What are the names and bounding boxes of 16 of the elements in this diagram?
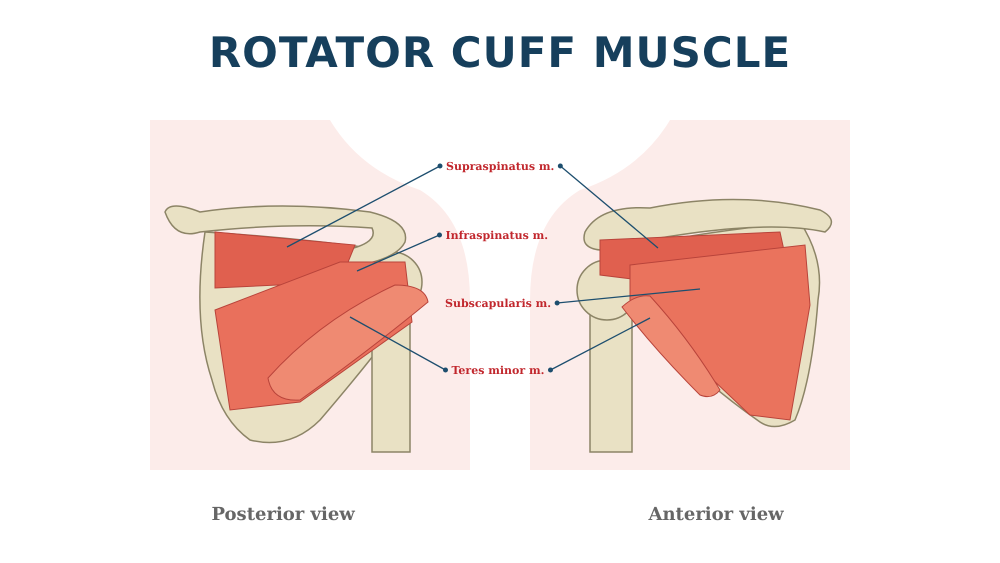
leader-line [558, 164, 658, 248]
leader-line [350, 316, 448, 372]
part-label: Teres minor m. [452, 364, 544, 376]
title: ROTATOR CUFF MUSCLE [208, 28, 792, 77]
muscle-region [630, 244, 810, 421]
part-label: Subscapularis m. [445, 296, 552, 310]
muscle-region [268, 284, 428, 401]
muscle-region [622, 295, 720, 398]
leader-line [356, 232, 442, 272]
leader-line [548, 317, 650, 372]
view-caption: Posterior view [212, 504, 355, 524]
part-label: Infraspinatus m. [446, 228, 548, 242]
leader-line [554, 288, 700, 306]
view-caption: Anterior view [648, 504, 784, 524]
part-label: Supraspinatus m. [446, 160, 554, 172]
leader-line [286, 164, 442, 248]
